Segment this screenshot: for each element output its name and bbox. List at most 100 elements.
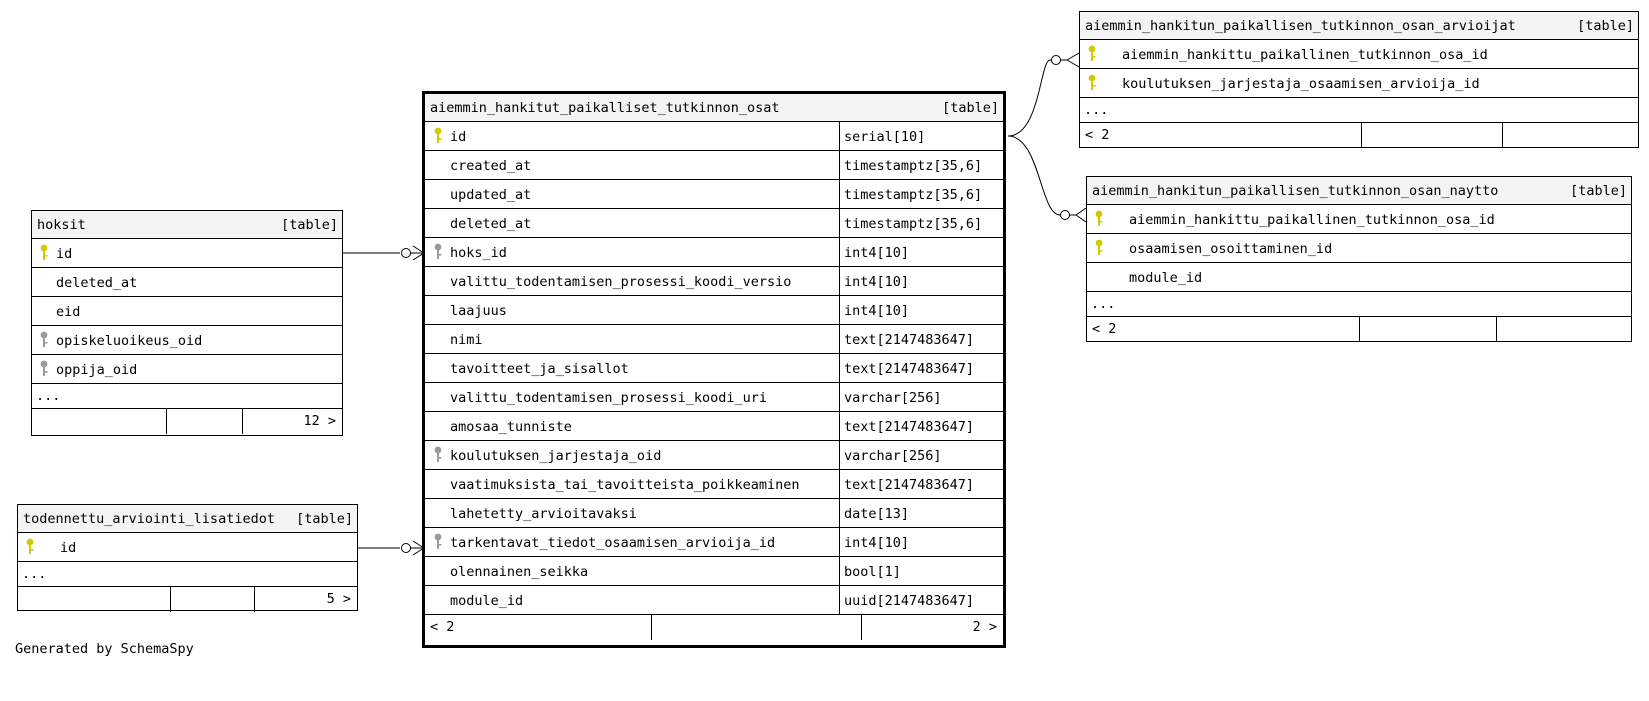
column-name: laajuus: [450, 303, 507, 319]
column-name: oppija_oid: [56, 362, 138, 378]
column-type: int4[10]: [839, 267, 909, 295]
column-list: aiemmin_hankittu_paikallinen_tutkinnon_o…: [1087, 205, 1631, 292]
column-list: aiemmin_hankittu_paikallinen_tutkinnon_o…: [1080, 40, 1638, 98]
table-name[interactable]: todennettu_arviointi_lisatiedot: [23, 511, 275, 527]
column-name: module_id: [1129, 270, 1203, 286]
footer-divider: [1496, 317, 1497, 342]
footer-divider: [170, 587, 171, 612]
more-columns: ...: [1087, 292, 1631, 317]
column-name: nimi: [450, 332, 483, 348]
footer-divider: [1361, 123, 1362, 148]
table-header: aiemmin_hankitun_paikallisen_tutkinnon_o…: [1080, 12, 1638, 40]
column-name: tarkentavat_tiedot_osaamisen_arvioija_id: [450, 535, 776, 551]
foreign-key-icon: [433, 243, 443, 261]
column-name: koulutuksen_jarjestaja_osaamisen_arvioij…: [1122, 76, 1480, 92]
column-name: olennainen_seikka: [450, 564, 589, 580]
primary-key-icon: [25, 538, 35, 556]
column-name: osaamisen_osoittaminen_id: [1129, 241, 1333, 257]
relation-main-arvioijat: [1007, 52, 1080, 137]
footer-divider: [861, 615, 862, 640]
column-name: aiemmin_hankittu_paikallinen_tutkinnon_o…: [1129, 212, 1495, 228]
footer-divider: [1502, 123, 1503, 148]
column-row[interactable]: eid: [32, 297, 342, 326]
column-type: text[2147483647]: [839, 470, 974, 498]
parents-link[interactable]: < 2: [1092, 321, 1117, 337]
column-row[interactable]: aiemmin_hankittu_paikallinen_tutkinnon_o…: [1087, 205, 1631, 234]
column-name: module_id: [450, 593, 524, 609]
column-row[interactable]: osaamisen_osoittaminen_id: [1087, 234, 1631, 263]
column-type: timestamptz[35,6]: [839, 151, 982, 179]
table-name[interactable]: aiemmin_hankitun_paikallisen_tutkinnon_o…: [1092, 183, 1499, 199]
column-row[interactable]: vaatimuksista_tai_tavoitteista_poikkeami…: [425, 470, 1003, 499]
column-row[interactable]: nimi text[2147483647]: [425, 325, 1003, 354]
table-aiemmin-hankitun-paikallisen-tutkinnon-osan-arvioijat[interactable]: aiemmin_hankitun_paikallisen_tutkinnon_o…: [1079, 11, 1639, 148]
table-type: [table]: [281, 217, 338, 233]
column-row[interactable]: aiemmin_hankittu_paikallinen_tutkinnon_o…: [1080, 40, 1638, 69]
table-aiemmin-hankitut-paikalliset-tutkinnon-osat[interactable]: aiemmin_hankitut_paikalliset_tutkinnon_o…: [422, 91, 1006, 648]
footer-divider: [242, 409, 243, 434]
column-row[interactable]: id: [32, 239, 342, 268]
column-name: koulutuksen_jarjestaja_oid: [450, 448, 662, 464]
column-type: varchar[256]: [839, 441, 942, 469]
table-name[interactable]: hoksit: [37, 217, 86, 233]
foreign-key-icon: [39, 360, 49, 378]
footer-divider: [651, 615, 652, 640]
column-name: created_at: [450, 158, 532, 174]
primary-key-icon: [39, 244, 49, 262]
column-type: int4[10]: [839, 238, 909, 266]
children-link[interactable]: 5 >: [326, 591, 351, 607]
table-todennettu-arviointi-lisatiedot[interactable]: todennettu_arviointi_lisatiedot [table] …: [17, 504, 358, 612]
table-name[interactable]: aiemmin_hankitun_paikallisen_tutkinnon_o…: [1085, 18, 1516, 34]
column-name: eid: [56, 304, 81, 320]
column-name: opiskeluoikeus_oid: [56, 333, 203, 349]
table-name[interactable]: aiemmin_hankitut_paikalliset_tutkinnon_o…: [430, 100, 780, 116]
column-row[interactable]: koulutuksen_jarjestaja_oid varchar[256]: [425, 441, 1003, 470]
table-header: aiemmin_hankitun_paikallisen_tutkinnon_o…: [1087, 177, 1631, 205]
parents-link[interactable]: < 2: [1085, 127, 1110, 143]
more-columns: ...: [18, 562, 357, 587]
foreign-key-icon: [433, 533, 443, 551]
column-row[interactable]: valittu_todentamisen_prosessi_koodi_vers…: [425, 267, 1003, 296]
column-row[interactable]: opiskeluoikeus_oid: [32, 326, 342, 355]
column-row[interactable]: tarkentavat_tiedot_osaamisen_arvioija_id…: [425, 528, 1003, 557]
column-type: int4[10]: [839, 296, 909, 324]
primary-key-icon: [1094, 239, 1104, 257]
column-name: id: [60, 540, 77, 556]
column-row[interactable]: created_at timestamptz[35,6]: [425, 151, 1003, 180]
column-row[interactable]: koulutuksen_jarjestaja_osaamisen_arvioij…: [1080, 69, 1638, 98]
table-footer: 12 >: [32, 409, 342, 434]
column-name: lahetetty_arvioitavaksi: [450, 506, 637, 522]
column-type: int4[10]: [839, 528, 909, 556]
table-footer: 5 >: [18, 587, 357, 612]
table-type: [table]: [296, 511, 353, 527]
column-name: updated_at: [450, 187, 532, 203]
children-link[interactable]: 12 >: [303, 413, 336, 429]
column-row[interactable]: id: [18, 533, 357, 562]
table-aiemmin-hankitun-paikallisen-tutkinnon-osan-naytto[interactable]: aiemmin_hankitun_paikallisen_tutkinnon_o…: [1086, 176, 1632, 342]
table-header: hoksit [table]: [32, 211, 342, 239]
footer-divider: [166, 409, 167, 434]
column-row[interactable]: deleted_at: [32, 268, 342, 297]
column-row[interactable]: laajuus int4[10]: [425, 296, 1003, 325]
parents-link[interactable]: < 2: [430, 619, 455, 635]
footer-divider: [254, 587, 255, 612]
column-row[interactable]: oppija_oid: [32, 355, 342, 384]
column-type: varchar[256]: [839, 383, 942, 411]
column-row[interactable]: module_id: [1087, 263, 1631, 292]
column-type: text[2147483647]: [839, 325, 974, 353]
children-link[interactable]: 2 >: [972, 619, 997, 635]
relation-hoksit-main: [343, 245, 425, 261]
